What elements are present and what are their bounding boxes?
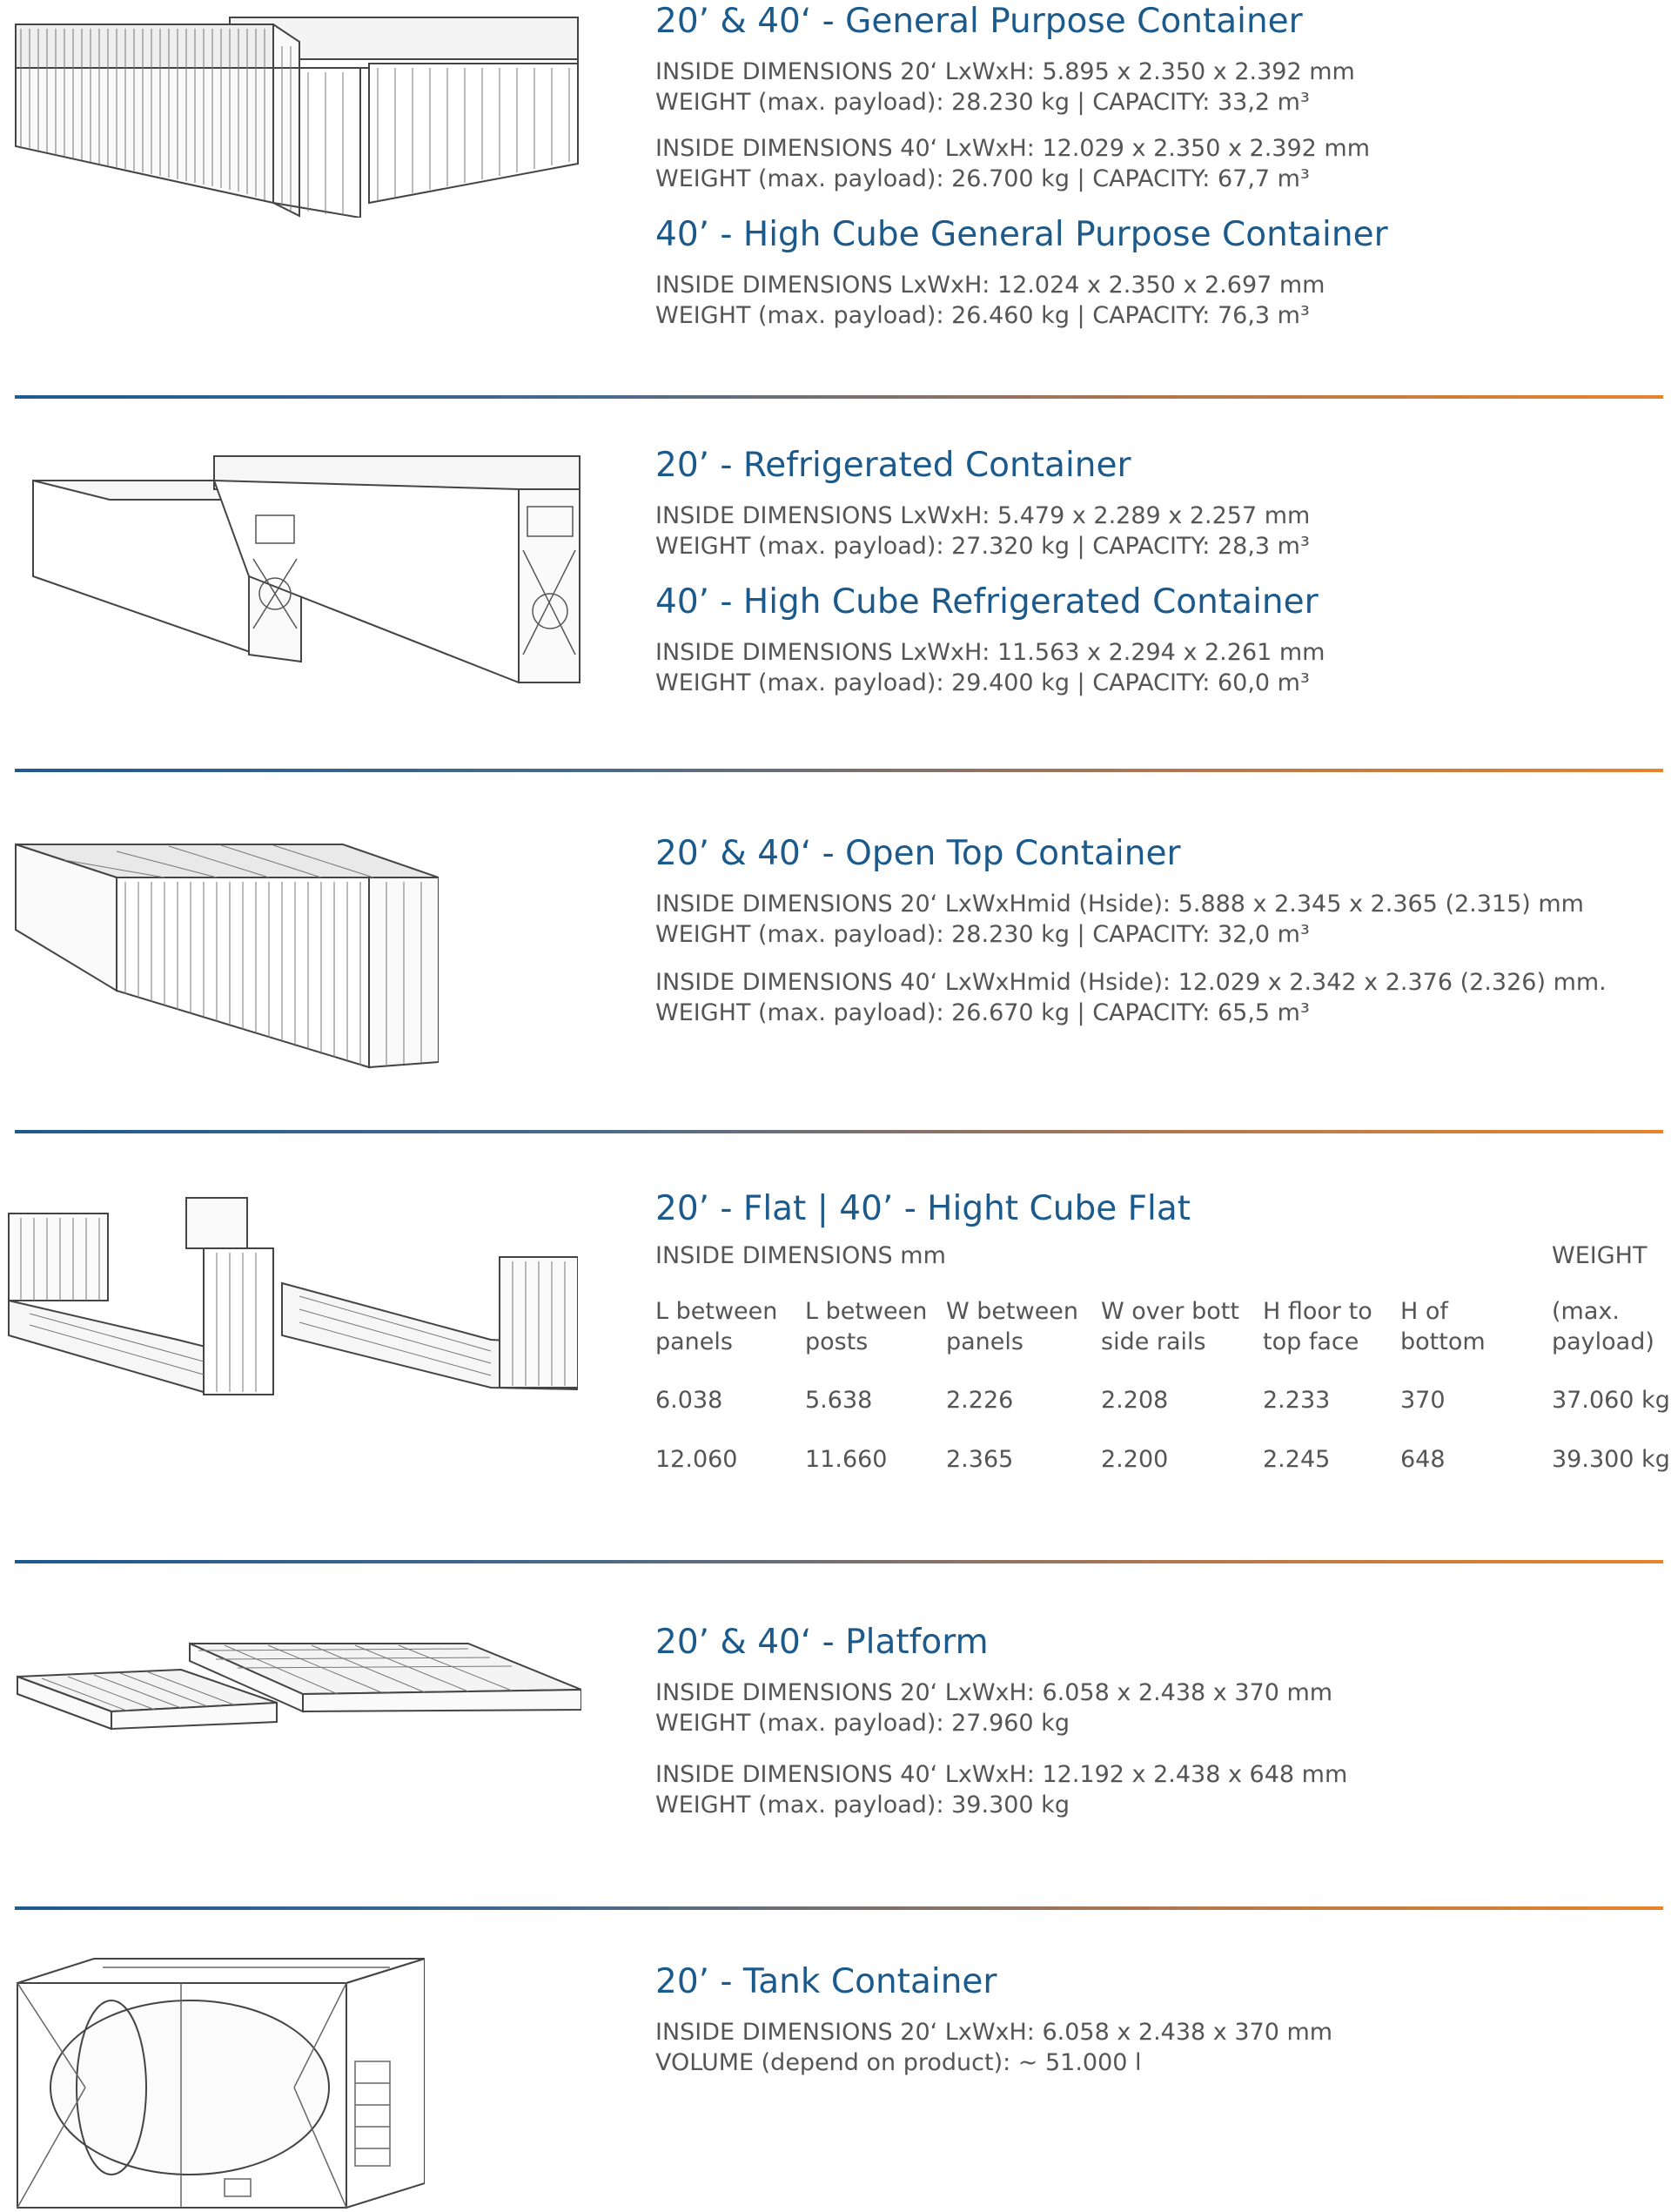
spec-line: INSIDE DIMENSIONS 20‘ LxWxHmid (Hside): …: [655, 890, 1584, 918]
spec-line: WEIGHT (max. payload): 29.400 kg | CAPAC…: [655, 669, 1310, 696]
table-cell: 2.365: [946, 1446, 1014, 1473]
table-cell: 5.638: [805, 1387, 873, 1414]
section-divider: [15, 769, 1663, 772]
spec-line: INSIDE DIMENSIONS 20‘ LxWxH: 5.895 x 2.3…: [655, 57, 1355, 85]
refrigerated-title: 20’ - Refrigerated Container: [655, 446, 1131, 485]
spec-group-high-cube: INSIDE DIMENSIONS LxWxH: 11.563 x 2.294 …: [655, 637, 1325, 698]
spec-group-high-cube: INSIDE DIMENSIONS LxWxH: 12.024 x 2.350 …: [655, 270, 1388, 331]
spec-line: INSIDE DIMENSIONS LxWxH: 5.479 x 2.289 x…: [655, 501, 1311, 529]
column-header: (max.payload): [1552, 1298, 1654, 1355]
refrigerated-container-illustration: [31, 454, 588, 688]
platform-title: 20’ & 40‘ - Platform: [655, 1623, 989, 1662]
table-cell: 2.245: [1263, 1446, 1331, 1473]
spec-line: WEIGHT (max. payload): 26.460 kg | CAPAC…: [655, 301, 1310, 329]
table-cell: 2.200: [1101, 1446, 1169, 1473]
table-cell: 370: [1400, 1387, 1446, 1414]
general-purpose-text: 20’ & 40‘ - General Purpose Container IN…: [655, 3, 1388, 346]
spec-group-20ft: INSIDE DIMENSIONS 20‘ LxWxH: 5.895 x 2.3…: [655, 57, 1388, 118]
spec-group-20ft: INSIDE DIMENSIONS 20‘ LxWxH: 6.058 x 2.4…: [655, 2017, 1332, 2078]
spec-line: INSIDE DIMENSIONS 20‘ LxWxH: 6.058 x 2.4…: [655, 2018, 1333, 2046]
platform-text: 20’ & 40‘ - Platform INSIDE DIMENSIONS 2…: [655, 1624, 1347, 1836]
spec-line: INSIDE DIMENSIONS 40‘ LxWxH: 12.029 x 2.…: [655, 134, 1371, 162]
spec-group-40ft: INSIDE DIMENSIONS 40‘ LxWxH: 12.192 x 2.…: [655, 1759, 1347, 1820]
spec-line: WEIGHT (max. payload): 39.300 kg: [655, 1791, 1070, 1819]
section-divider: [15, 1130, 1663, 1133]
spec-group-40ft: INSIDE DIMENSIONS 40‘ LxWxHmid (Hside): …: [655, 967, 1607, 1028]
tank-container-illustration: [16, 1957, 425, 2209]
spec-group-20ft: INSIDE DIMENSIONS LxWxH: 5.479 x 2.289 x…: [655, 501, 1325, 561]
spec-group-20ft: INSIDE DIMENSIONS 20‘ LxWxHmid (Hside): …: [655, 889, 1607, 950]
spec-line: WEIGHT (max. payload): 28.230 kg | CAPAC…: [655, 920, 1310, 948]
high-cube-gp-title: 40’ - High Cube General Purpose Containe…: [655, 214, 1388, 254]
platform-container-illustration: [16, 1642, 581, 1799]
flat-title: 20’ - Flat | 40’ - Hight Cube Flat: [655, 1189, 1191, 1228]
table-cell: 2.226: [946, 1387, 1014, 1414]
open-top-title: 20’ & 40‘ - Open Top Container: [655, 834, 1181, 873]
flat-text: 20’ - Flat | 40’ - Hight Cube Flat: [655, 1189, 1191, 1244]
table-cell: 12.060: [655, 1446, 738, 1473]
table-cell: 2.208: [1101, 1387, 1169, 1414]
general-purpose-container-illustration: [12, 16, 587, 218]
high-cube-reefer-title: 40’ - High Cube Refrigerated Container: [655, 582, 1319, 622]
weight-caption: WEIGHT: [1552, 1242, 1648, 1269]
table-cell: 6.038: [655, 1387, 723, 1414]
spec-group-40ft: INSIDE DIMENSIONS 40‘ LxWxH: 12.029 x 2.…: [655, 133, 1388, 194]
spec-line: INSIDE DIMENSIONS 20‘ LxWxH: 6.058 x 2.4…: [655, 1678, 1333, 1706]
spec-line: WEIGHT (max. payload): 27.320 kg | CAPAC…: [655, 532, 1310, 560]
spec-line: INSIDE DIMENSIONS LxWxH: 11.563 x 2.294 …: [655, 638, 1325, 666]
spec-line: INSIDE DIMENSIONS LxWxH: 12.024 x 2.350 …: [655, 271, 1325, 299]
open-top-text: 20’ & 40‘ - Open Top Container INSIDE DI…: [655, 834, 1607, 1044]
tank-text: 20’ - Tank Container INSIDE DIMENSIONS 2…: [655, 1962, 1332, 2094]
section-divider: [15, 1560, 1663, 1563]
open-top-container-illustration: [12, 834, 439, 1069]
section-divider: [15, 395, 1663, 399]
spec-line: WEIGHT (max. payload): 26.700 kg | CAPAC…: [655, 165, 1310, 192]
table-cell: 37.060 kg: [1552, 1387, 1670, 1414]
table-cell: 39.300 kg: [1552, 1446, 1670, 1473]
table-cell: 648: [1400, 1446, 1446, 1473]
spec-line: WEIGHT (max. payload): 28.230 kg | CAPAC…: [655, 88, 1310, 116]
flat-rack-container-illustration: [3, 1196, 578, 1396]
table-cell: 11.660: [805, 1446, 888, 1473]
spec-line: VOLUME (depend on product): ~ 51.000 l: [655, 2048, 1142, 2076]
spec-line: WEIGHT (max. payload): 27.960 kg: [655, 1709, 1070, 1737]
spec-group-20ft: INSIDE DIMENSIONS 20‘ LxWxH: 6.058 x 2.4…: [655, 1677, 1347, 1738]
section-divider: [15, 1906, 1663, 1910]
tank-title: 20’ - Tank Container: [655, 1962, 997, 2001]
table-cell: 2.233: [1263, 1387, 1331, 1414]
table-caption: INSIDE DIMENSIONS mm: [655, 1242, 946, 1269]
refrigerated-text: 20’ - Refrigerated Container INSIDE DIME…: [655, 447, 1325, 714]
spec-line: WEIGHT (max. payload): 26.670 kg | CAPAC…: [655, 998, 1310, 1026]
general-purpose-title: 20’ & 40‘ - General Purpose Container: [655, 2, 1303, 41]
spec-line: INSIDE DIMENSIONS 40‘ LxWxHmid (Hside): …: [655, 968, 1607, 996]
spec-line: INSIDE DIMENSIONS 40‘ LxWxH: 12.192 x 2.…: [655, 1760, 1348, 1788]
